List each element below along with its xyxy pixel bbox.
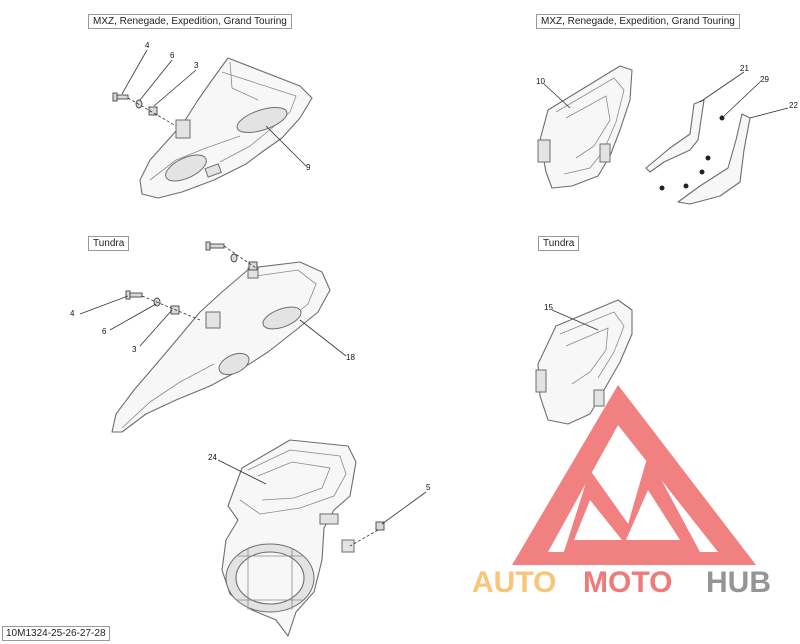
part-22-deflector [677,113,751,205]
callout-3-middle: 3 [132,345,137,354]
part-15-housing [535,299,633,425]
watermark-logo [512,385,756,565]
watermark-moto: MOTO [583,566,672,599]
callout-6-middle: 6 [102,327,107,336]
leader-lines [79,49,789,525]
screw-4-top [115,94,129,100]
part-18-air-guide [111,261,331,433]
callout-4-top: 4 [145,41,150,50]
watermark-hub: HUB [706,566,771,599]
callout-29: 29 [760,75,769,84]
model-label-mxz-right: MXZ, Renegade, Expedition, Grand Touring [536,14,740,29]
hardware-group-top-left [112,92,177,127]
part-24-housing [221,439,357,637]
watermark-auto: AUTO [472,566,556,599]
callout-21: 21 [740,64,749,73]
callout-3-top: 3 [194,61,199,70]
nut-3-top [148,106,158,116]
screw-head-4-top [112,92,118,102]
part-9-air-guide [139,57,313,199]
callout-10: 10 [536,77,545,86]
callout-24: 24 [208,453,217,462]
diagram-id-label: 10M1324-25-26-27-28 [2,626,110,641]
callout-22: 22 [789,101,798,110]
part-21-deflector [645,99,705,173]
callout-5: 5 [426,483,431,492]
callout-4-middle: 4 [70,309,75,318]
callout-6-top: 6 [170,51,175,60]
model-label-tundra-right: Tundra [538,236,580,251]
clips-29 [659,115,725,191]
screw-5 [349,521,385,547]
part-10-housing [537,65,633,189]
callout-labels: 4 6 3 9 10 21 29 22 4 6 3 18 15 24 5 [70,41,798,492]
model-label-mxz-left: MXZ, Renegade, Expedition, Grand Touring [88,14,292,29]
callout-9: 9 [306,163,311,172]
model-label-tundra-left: Tundra [88,236,130,251]
callout-18: 18 [346,353,355,362]
callout-15: 15 [544,303,553,312]
